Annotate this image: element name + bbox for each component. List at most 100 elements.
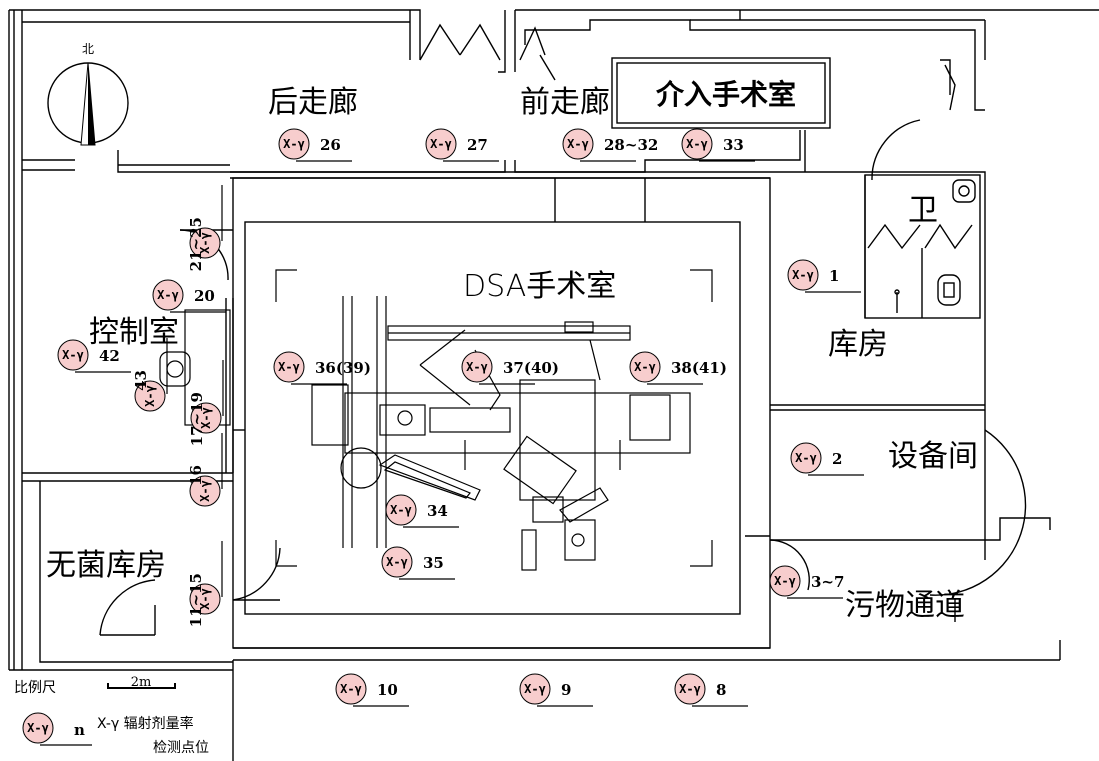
room-sterile-storage: 无菌库房 [46,548,166,583]
point-marker-text: X-γ [198,232,212,254]
point-marker [562,128,594,160]
point-marker [787,259,819,291]
point-marker [278,128,310,160]
point-marker [189,475,221,507]
point-marker [190,402,222,434]
legend-scale-label: 比例尺 [14,680,56,696]
measurement-point: X-γ 26 [278,128,352,162]
point-marker [152,279,184,311]
point-label: 43 [132,370,150,391]
point-marker-text: X-γ [198,588,212,610]
point-label: 37(40) [503,359,559,377]
measurement-point: X-γ16 [187,433,223,507]
scale-bar [107,683,176,689]
point-label: 21~25 [187,217,205,271]
dsa-brackets [275,269,713,567]
legend-n: n [74,721,85,739]
point-marker-text: X-γ [679,682,701,696]
point-label: 28~32 [604,136,658,154]
point-marker [461,351,493,383]
point-marker [57,339,89,371]
measurement-point: X-γ 36(39) [273,351,371,385]
point-label: 34 [427,502,448,520]
point-marker [189,583,221,615]
measurement-point: X-γ 34 [385,494,459,528]
page-title: 介入手术室 [655,78,796,111]
point-label: 27 [467,136,488,154]
room-dirty-passage: 污物通道 [845,588,965,623]
point-marker [189,227,221,259]
point-marker-text: X-γ [686,137,708,151]
doors-top [419,10,956,111]
point-marker-text: X-γ [567,137,589,151]
dsa-room-walls [232,177,1060,661]
point-marker-text: X-γ [466,360,488,374]
point-marker-text: X-γ [198,480,212,502]
point-label: 17~19 [188,392,206,446]
point-marker [681,128,713,160]
point-marker-text: X-γ [340,682,362,696]
point-marker-text: X-γ [795,451,817,465]
point-marker [381,546,413,578]
point-label: 26 [320,136,341,154]
outer-wall-left [8,10,23,670]
point-marker [769,565,801,597]
point-label: 33 [723,136,744,154]
measurement-point: X-γ 38(41) [629,351,727,385]
room-storage: 库房 [828,327,888,362]
point-marker-text: X-γ [634,360,656,374]
measurement-point: X-γ 33 [681,128,755,162]
point-label: 9 [561,681,571,699]
point-marker-text: X-γ [792,268,814,282]
right-rooms [745,59,1061,660]
compass: 北 [47,42,129,146]
point-marker-text: X-γ [62,348,84,362]
measurement-point: X-γ 8 [674,673,748,707]
point-label: 35 [423,554,444,572]
room-dsa: DSA手术室 [463,269,616,304]
legend-desc-line2: 检测点位 [153,740,209,756]
measurement-point: X-γ21~25 [187,185,223,271]
point-marker [425,128,457,160]
point-label: 11~15 [187,573,205,627]
measurement-point: X-γ43 [132,338,168,412]
point-marker-text: X-γ [430,137,452,151]
point-marker [273,351,305,383]
measurement-point: X-γ17~19 [188,360,224,446]
dsa-equipment [311,296,691,571]
point-marker [134,380,166,412]
legend: 比例尺 2m X-γ n X-γ 辐射剂量率 检测点位 [14,675,209,756]
point-marker-text: X-γ [199,407,213,429]
point-marker-text: X-γ [390,503,412,517]
point-label: 2 [832,450,842,468]
point-label: 1 [829,267,839,285]
point-label: 36(39) [315,359,371,377]
legend-scale-value: 2m [131,675,152,690]
room-control: 控制室 [89,315,179,350]
legend-marker-text: X-γ [27,721,49,735]
point-marker-text: X-γ [278,360,300,374]
point-label: 38(41) [671,359,727,377]
measurement-point: X-γ11~15 [187,541,223,627]
left-rooms [22,229,281,663]
point-label: 16 [187,465,205,486]
point-marker [519,673,551,705]
point-label: 8 [716,681,726,699]
point-label: 3~7 [811,573,844,591]
point-marker-text: X-γ [283,137,305,151]
measurement-point: X-γ 1 [787,259,861,293]
legend-marker [22,712,54,744]
point-label: 20 [194,287,215,305]
point-marker [335,673,367,705]
outer-wall-top [9,9,1099,73]
measurement-point: X-γ 2 [790,442,864,476]
measurement-point: X-γ 37(40) [461,351,559,385]
room-toilet: 卫 [908,193,938,228]
point-marker [790,442,822,474]
